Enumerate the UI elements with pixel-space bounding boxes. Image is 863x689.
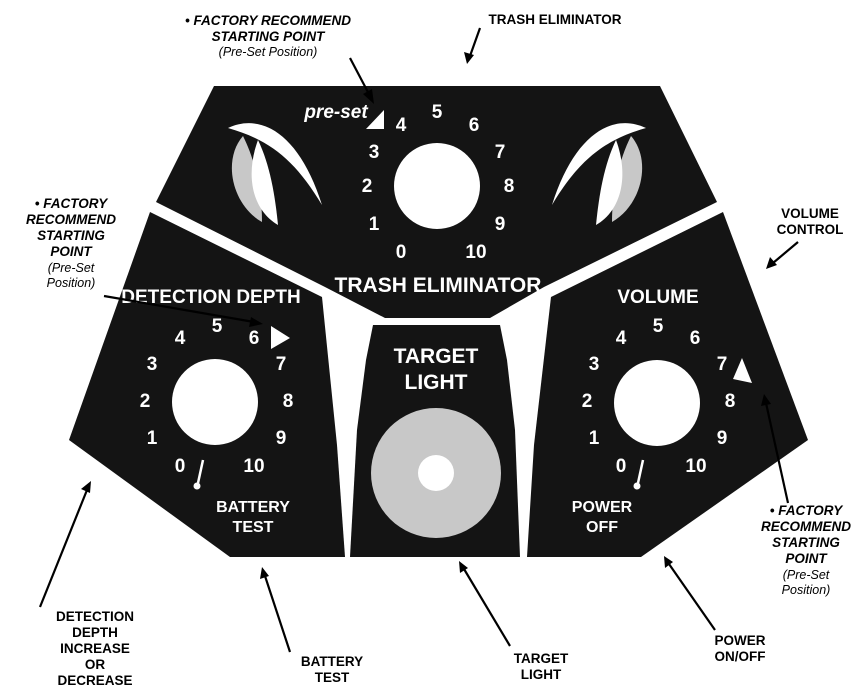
target-light-title: TARGET bbox=[394, 345, 479, 368]
depth-dial-number: 4 bbox=[175, 328, 186, 349]
trash-dial-number: 4 bbox=[396, 115, 407, 136]
volume-dial-number: 2 bbox=[582, 391, 593, 412]
left-factory-callout: Position) bbox=[47, 276, 96, 290]
trash-dial-number: 5 bbox=[432, 102, 443, 123]
power-off-label: OFF bbox=[586, 519, 618, 536]
depth-dial-number: 6 bbox=[249, 328, 260, 349]
volume-dial-number: 9 bbox=[717, 428, 728, 449]
depth-adjust-callout: DEPTH bbox=[72, 625, 118, 640]
right-factory-callout: POINT bbox=[785, 551, 828, 566]
trash-dial-number: 0 bbox=[396, 242, 407, 263]
battery-test-callout: TEST bbox=[315, 670, 350, 685]
arrow-right-factory bbox=[761, 394, 790, 504]
arrow-depth-adjust bbox=[38, 481, 91, 608]
target-light-title: LIGHT bbox=[405, 371, 468, 394]
depth-adjust-callout: OR bbox=[85, 657, 106, 672]
volume-dial-number: 10 bbox=[685, 456, 706, 477]
detection-depth-title: DETECTION DEPTH bbox=[121, 287, 300, 308]
trash-dial-number: 2 bbox=[362, 176, 373, 197]
volume-title: VOLUME bbox=[617, 287, 698, 308]
volume-dial-number: 5 bbox=[653, 316, 664, 337]
right-factory-callout: RECOMMEND bbox=[761, 519, 851, 534]
depth-dial-number: 8 bbox=[283, 391, 294, 412]
trash-preset-label: pre-set bbox=[303, 102, 368, 123]
volume-dial-number: 0 bbox=[616, 456, 627, 477]
trash-eliminator-callout: TRASH ELIMINATOR bbox=[489, 12, 622, 27]
top-factory-callout: (Pre-Set Position) bbox=[219, 45, 318, 59]
swoosh-logo-icon bbox=[228, 123, 322, 225]
depth-dial-number: 1 bbox=[147, 428, 158, 449]
left-factory-callout: (Pre-Set bbox=[48, 261, 95, 275]
trash-eliminator-title: TRASH ELIMINATOR bbox=[335, 274, 542, 297]
trash-dial-number: 8 bbox=[504, 176, 515, 197]
left-factory-callout: RECOMMEND bbox=[26, 212, 116, 227]
depth-adjust-callout: DETECTION bbox=[56, 609, 134, 624]
trash-dial-number: 6 bbox=[469, 115, 480, 136]
trash-dial-number: 9 bbox=[495, 214, 506, 235]
arrow-trash-eliminator bbox=[464, 27, 482, 64]
depth-dial-number: 3 bbox=[147, 354, 158, 375]
target-light-callout: TARGET bbox=[514, 651, 569, 666]
depth-dial-number: 0 bbox=[175, 456, 186, 477]
volume-control-callout: VOLUME bbox=[781, 206, 839, 221]
battery-test-callout: BATTERY bbox=[301, 654, 363, 669]
battery-test-label: BATTERY bbox=[216, 499, 290, 516]
volume-preset-triangle-marker-icon bbox=[733, 358, 752, 383]
depth-dial-number: 9 bbox=[276, 428, 287, 449]
volume-knob[interactable] bbox=[614, 360, 700, 446]
volume-dial-number: 7 bbox=[717, 354, 728, 375]
arrow-target-light bbox=[459, 561, 511, 647]
volume-dial-number: 3 bbox=[589, 354, 600, 375]
right-factory-callout: • FACTORY bbox=[770, 503, 844, 518]
arrow-volume-control bbox=[766, 241, 799, 269]
trash-dial-number: 1 bbox=[369, 214, 380, 235]
volume-dial-number: 1 bbox=[589, 428, 600, 449]
power-callout: ON/OFF bbox=[715, 649, 766, 664]
target-light-callout: LIGHT bbox=[521, 667, 562, 682]
depth-dial-number: 10 bbox=[243, 456, 264, 477]
volume-control-callout: CONTROL bbox=[777, 222, 844, 237]
depth-dial-number: 2 bbox=[140, 391, 151, 412]
volume-dial-number: 8 bbox=[725, 391, 736, 412]
top-factory-callout: • FACTORY RECOMMEND bbox=[185, 13, 351, 28]
arrow-power bbox=[664, 556, 716, 631]
volume-dial-number: 4 bbox=[616, 328, 627, 349]
depth-knob-indicator-icon bbox=[193, 459, 205, 490]
right-factory-callout: STARTING bbox=[772, 535, 840, 550]
trash-preset-triangle-marker-icon bbox=[366, 110, 384, 129]
trash-dial-number: 7 bbox=[495, 142, 506, 163]
depth-dial-number: 7 bbox=[276, 354, 287, 375]
depth-adjust-callout: INCREASE bbox=[60, 641, 130, 656]
power-off-label: POWER bbox=[572, 499, 633, 516]
arrow-top-factory bbox=[349, 57, 374, 104]
power-callout: POWER bbox=[714, 633, 765, 648]
arrow-battery-test bbox=[260, 567, 292, 653]
left-factory-callout: POINT bbox=[50, 244, 93, 259]
arrow-left-factory bbox=[103, 294, 263, 327]
left-factory-callout: • FACTORY bbox=[35, 196, 109, 211]
trash-eliminator-knob[interactable] bbox=[394, 143, 480, 229]
trash-dial-number: 3 bbox=[369, 142, 380, 163]
battery-test-label: TEST bbox=[233, 519, 274, 536]
target-light-lens-icon bbox=[371, 408, 501, 538]
volume-dial-number: 6 bbox=[690, 328, 701, 349]
volume-knob-indicator-icon bbox=[633, 459, 645, 490]
depth-adjust-callout: DECREASE bbox=[57, 673, 132, 688]
top-factory-callout: STARTING POINT bbox=[212, 29, 327, 44]
right-factory-callout: (Pre-Set bbox=[783, 568, 830, 582]
detection-depth-knob[interactable] bbox=[172, 359, 258, 445]
right-factory-callout: Position) bbox=[782, 583, 831, 597]
swoosh-logo-icon bbox=[552, 123, 646, 225]
trash-dial-number: 10 bbox=[465, 242, 486, 263]
depth-dial-number: 5 bbox=[212, 316, 223, 337]
left-factory-callout: STARTING bbox=[37, 228, 105, 243]
depth-preset-triangle-marker-icon bbox=[271, 326, 290, 349]
